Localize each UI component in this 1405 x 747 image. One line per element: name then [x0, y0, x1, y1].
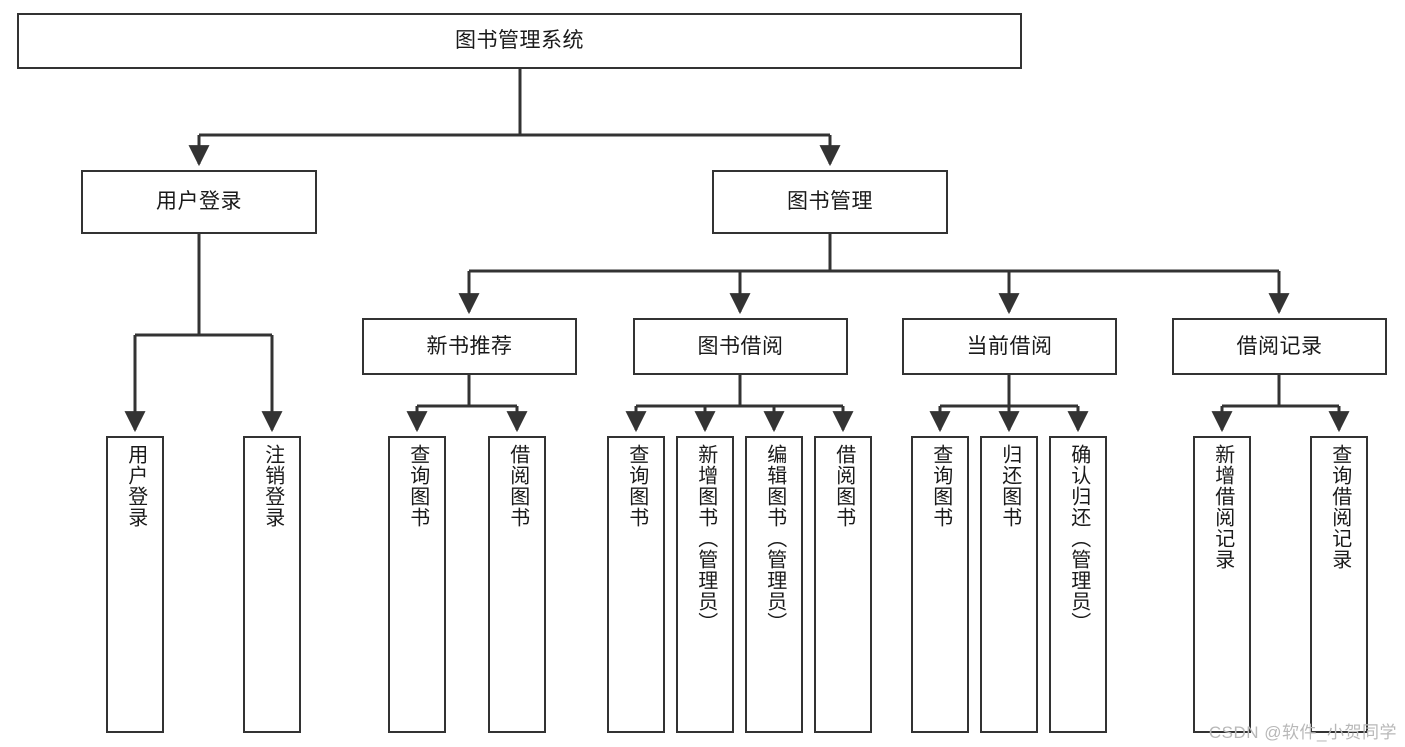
node-leaf-borrow-book-2[interactable]: 借阅图书 — [814, 436, 872, 733]
node-user-login[interactable]: 用户登录 — [81, 170, 317, 234]
node-label: 注销登录 — [261, 444, 284, 528]
node-label: 查询借阅记录 — [1328, 444, 1351, 570]
node-current-borrow[interactable]: 当前借阅 — [902, 318, 1117, 375]
node-label: 编辑图书（管理员） — [763, 444, 786, 633]
node-leaf-add-borrow-record[interactable]: 新增借阅记录 — [1193, 436, 1251, 733]
node-label: 图书管理系统 — [455, 29, 584, 53]
node-label: 图书借阅 — [697, 334, 784, 358]
node-book-management-system[interactable]: 图书管理系统 — [17, 13, 1022, 69]
node-label: 图书管理 — [787, 190, 873, 214]
node-leaf-edit-book[interactable]: 编辑图书（管理员） — [745, 436, 803, 733]
node-label: 借阅记录 — [1236, 334, 1323, 358]
node-label: 用户登录 — [124, 444, 147, 528]
node-leaf-add-book[interactable]: 新增图书（管理员） — [676, 436, 734, 733]
node-label: 查询图书 — [406, 444, 429, 528]
node-label: 查询图书 — [929, 444, 952, 528]
node-label: 确认归还（管理员） — [1067, 444, 1090, 633]
node-label: 新增图书（管理员） — [694, 444, 717, 633]
node-book-management[interactable]: 图书管理 — [712, 170, 948, 234]
node-leaf-query-book-1[interactable]: 查询图书 — [388, 436, 446, 733]
node-leaf-logout-login[interactable]: 注销登录 — [243, 436, 301, 733]
node-book-borrow[interactable]: 图书借阅 — [633, 318, 848, 375]
node-label: 当前借阅 — [966, 334, 1053, 358]
node-leaf-query-borrow-record[interactable]: 查询借阅记录 — [1310, 436, 1368, 733]
node-leaf-query-book-2[interactable]: 查询图书 — [607, 436, 665, 733]
node-label: 借阅图书 — [832, 444, 855, 528]
node-label: 新增借阅记录 — [1211, 444, 1234, 570]
node-label: 新书推荐 — [426, 334, 513, 358]
node-label: 查询图书 — [625, 444, 648, 528]
node-leaf-user-login[interactable]: 用户登录 — [106, 436, 164, 733]
node-borrow-record[interactable]: 借阅记录 — [1172, 318, 1387, 375]
node-leaf-borrow-book-1[interactable]: 借阅图书 — [488, 436, 546, 733]
node-new-book-recommend[interactable]: 新书推荐 — [362, 318, 577, 375]
node-label: 归还图书 — [998, 444, 1021, 528]
node-label: 借阅图书 — [506, 444, 529, 528]
node-leaf-confirm-return[interactable]: 确认归还（管理员） — [1049, 436, 1107, 733]
node-label: 用户登录 — [156, 190, 242, 214]
node-leaf-return-book[interactable]: 归还图书 — [980, 436, 1038, 733]
node-leaf-query-book-3[interactable]: 查询图书 — [911, 436, 969, 733]
